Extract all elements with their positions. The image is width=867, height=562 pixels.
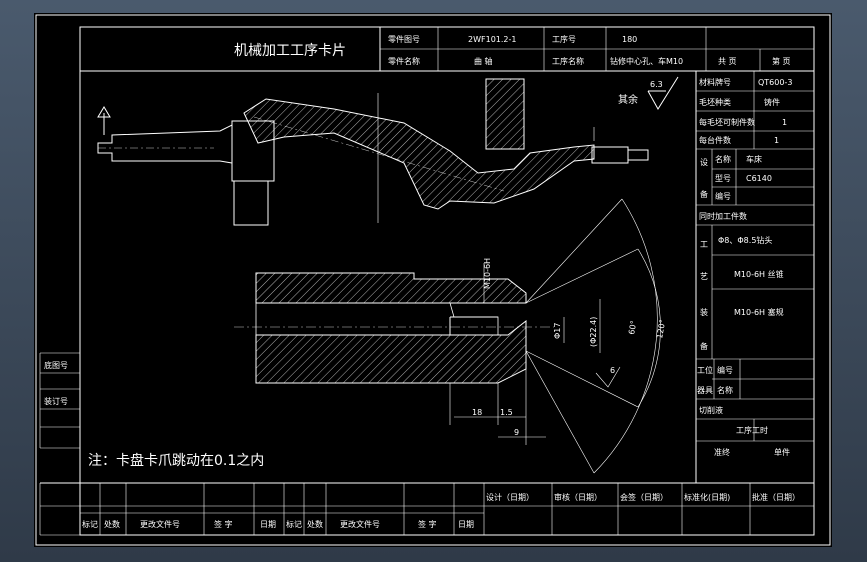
drawing-sheet: 底图号 装订号 机械加工工序卡片 零件图号 2WF101.2-1 零件名称 曲 … [34, 13, 832, 547]
rev-col-6: 标记 [286, 519, 302, 529]
simultaneous-label: 同时加工件数 [699, 211, 747, 221]
equip-model-value: C6140 [746, 174, 772, 183]
base-drawing-label: 底图号 [44, 360, 68, 370]
rev-col-4: 签 字 [214, 519, 233, 529]
parts-per-blank-value: 1 [782, 118, 787, 127]
blank-type-value: 铸件 [764, 97, 780, 107]
dim-d17: Φ17 [553, 323, 562, 339]
dim-len-9: 9 [514, 428, 519, 437]
parts-per-machine-value: 1 [774, 136, 779, 145]
blank-type-label: 毛坯种类 [699, 97, 731, 107]
equipment-label-2: 备 [700, 189, 708, 199]
dim-angle-60: 60° [627, 320, 638, 336]
right-info-table: 材料牌号 QT600-3 毛坯种类 铸件 每毛坯可制件数 1 每台件数 1 设 … [695, 71, 814, 483]
total-pages-label: 共 页 [718, 57, 737, 66]
dim-len-18: 18 [472, 408, 482, 417]
process-item-2: M10-6H 丝锥 [734, 269, 784, 279]
crankshaft-view [97, 78, 649, 226]
card-title: 机械加工工序卡片 [234, 43, 346, 59]
part-name-label: 零件名称 [388, 56, 420, 66]
unit-label: 单件 [774, 447, 790, 457]
rev-col-7: 处数 [307, 519, 323, 529]
material-label: 材料牌号 [699, 77, 731, 87]
process-label-4: 备 [700, 341, 708, 351]
rev-col-9: 签 字 [418, 519, 437, 529]
dim-rough-6: 6 [610, 366, 615, 375]
op-no-value: 180 [622, 35, 637, 44]
dim-len-1-5: 1.5 [500, 408, 513, 417]
left-strip: 底图号 装订号 [39, 352, 80, 449]
part-no-label: 零件图号 [388, 34, 420, 44]
process-item-1: Φ8、Φ8.5钻头 [718, 235, 772, 245]
op-time-label: 工序工时 [736, 425, 768, 435]
roughness-remaining-label: 其余 [618, 93, 638, 106]
outer-border [35, 14, 831, 546]
page-label: 第 页 [772, 56, 791, 66]
equipment-label-1: 设 [700, 157, 708, 167]
header-block: 机械加工工序卡片 零件图号 2WF101.2-1 零件名称 曲 轴 工序号 18… [80, 26, 814, 72]
parts-per-machine-label: 每台件数 [699, 135, 731, 145]
roughness-note: 其余 6.3 [618, 76, 679, 110]
material-value: QT600-3 [758, 78, 792, 87]
equip-no-label: 编号 [715, 191, 731, 201]
equip-name-label: 名称 [715, 154, 731, 164]
binding-label: 装订号 [44, 396, 68, 406]
rev-col-2: 处数 [104, 519, 120, 529]
dim-angle-120: 120° [655, 319, 667, 340]
rev-col-3: 更改文件号 [140, 519, 180, 529]
rev-col-8: 更改文件号 [340, 519, 380, 529]
fixture-label-2: 器具 [697, 386, 713, 395]
rev-col-10: 日期 [458, 520, 474, 529]
equip-name-value: 车床 [746, 154, 762, 164]
rev-col-1: 标记 [82, 519, 98, 529]
process-label-3: 装 [700, 307, 708, 317]
fixture-no-label: 编号 [717, 365, 733, 375]
process-item-3: M10-6H 塞规 [734, 307, 784, 317]
drawing-note: 注：卡盘卡爪跳动在0.1之内 [88, 452, 264, 469]
approval-approve: 批准（日期） [752, 492, 800, 502]
approval-block: 设计（日期） 审核（日期） 会签（日期） 标准化(日期) 批准（日期） 标记 处… [39, 482, 814, 536]
approval-countersign: 会签（日期） [620, 492, 668, 502]
coolant-label: 切削液 [699, 405, 723, 415]
roughness-value: 6.3 [650, 80, 663, 89]
prep-label: 准终 [714, 447, 730, 457]
dim-thread: M10-6H [483, 258, 492, 289]
dim-d22: (Φ22.4) [589, 317, 598, 347]
approval-design: 设计（日期） [486, 492, 534, 502]
section-view: M10-6H 60° 120° Φ17 (Φ22.4) 6 18 1.5 9 [234, 198, 667, 474]
process-label-2: 艺 [700, 272, 708, 281]
parts-per-blank-label: 每毛坯可制件数 [699, 117, 755, 127]
op-name-label: 工序名称 [552, 56, 584, 66]
process-card-svg: 底图号 装订号 机械加工工序卡片 零件图号 2WF101.2-1 零件名称 曲 … [35, 14, 831, 546]
fixture-name-label: 名称 [717, 385, 733, 395]
part-name-value: 曲 轴 [474, 56, 493, 66]
op-no-label: 工序号 [552, 34, 576, 44]
process-label-1: 工 [700, 240, 708, 249]
part-no-value: 2WF101.2-1 [468, 35, 516, 44]
op-name-value: 钻修中心孔、车M10 [610, 56, 683, 66]
rev-col-5: 日期 [260, 520, 276, 529]
fixture-label-1: 工位 [697, 365, 713, 375]
equip-model-label: 型号 [715, 174, 731, 183]
approval-review: 审核（日期） [554, 492, 602, 502]
approval-standardize: 标准化(日期) [684, 492, 730, 502]
